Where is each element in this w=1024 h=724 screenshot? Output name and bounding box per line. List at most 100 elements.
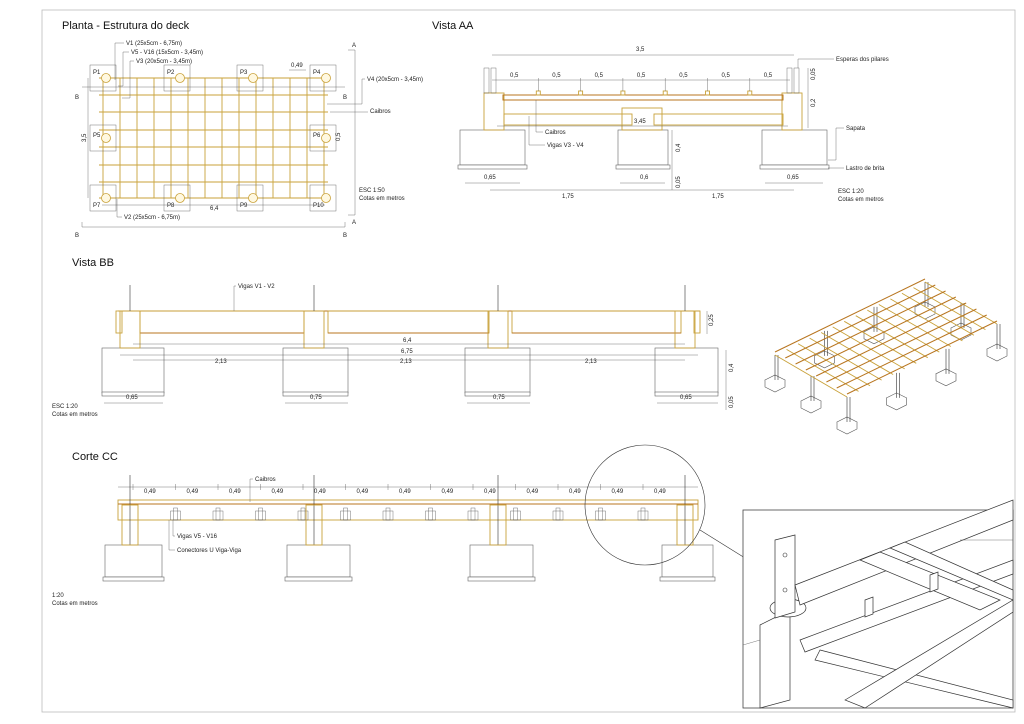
pillar-marker xyxy=(175,193,185,203)
detail-footing-post xyxy=(759,609,791,709)
sapata xyxy=(459,129,526,166)
sapata xyxy=(282,347,349,394)
dim-spacing: 0,5 xyxy=(510,73,519,79)
dim-pillar: 0,5 xyxy=(336,132,342,141)
vista-bb-units: Cotas em metros xyxy=(52,412,98,418)
iso-joist xyxy=(924,281,998,325)
pillar-marker xyxy=(248,73,258,83)
dim-span: 2,13 xyxy=(215,359,227,365)
pillar-footing xyxy=(89,64,117,92)
pillar-label: P6 xyxy=(313,133,321,139)
dim-spacing: 0,49 xyxy=(144,489,156,495)
dim-span: 2,13 xyxy=(400,359,412,365)
viga-section xyxy=(428,507,433,521)
pillar-marker xyxy=(101,133,111,143)
vista-bb-scale: ESC 1:20 xyxy=(52,404,78,410)
sapata xyxy=(654,347,719,394)
lastro-brita xyxy=(102,576,165,582)
u-connector xyxy=(467,510,479,521)
end-post xyxy=(693,310,701,334)
dim-spacing: 0,5 xyxy=(722,73,731,79)
dim-spacing: 0,5 xyxy=(764,73,773,79)
label-vigas: Vigas V5 - V16 xyxy=(177,534,218,540)
dim-top-h: 0,05 xyxy=(811,68,817,80)
detail-edge xyxy=(742,639,761,646)
dim-spacing: 0,49 xyxy=(314,489,326,495)
dim-spacing: 0,5 xyxy=(679,73,688,79)
pillar-marker xyxy=(321,73,331,83)
detail-geometry xyxy=(742,499,1014,709)
iso-joist xyxy=(913,287,986,331)
viga-v1-segment xyxy=(327,310,490,334)
section-mark-a: A xyxy=(352,43,356,49)
pillar-marker xyxy=(101,73,111,83)
pillar-footing xyxy=(309,124,337,152)
pillar-footing xyxy=(309,64,337,92)
viga-section xyxy=(258,507,263,521)
caibro-section xyxy=(747,90,753,96)
end-post xyxy=(115,310,123,334)
espera xyxy=(793,67,800,94)
lastro-brita xyxy=(284,576,353,582)
u-connector-detail xyxy=(929,571,939,593)
dim-footing: 0,65 xyxy=(126,395,138,401)
iso-caibro xyxy=(836,314,987,389)
u-connector xyxy=(552,510,564,521)
sheet-border xyxy=(41,9,1016,713)
iso-joist xyxy=(797,343,871,387)
sapata xyxy=(101,347,165,394)
u-connector xyxy=(425,510,436,521)
viga-section xyxy=(470,507,476,521)
detail-joist xyxy=(889,541,1014,601)
pillar xyxy=(674,310,696,349)
vista-aa-scale: ESC 1:20 xyxy=(838,189,864,195)
pillar-label: P9 xyxy=(240,203,248,209)
vista-bb-title: Vista BB xyxy=(72,257,114,269)
u-connector xyxy=(510,510,521,521)
iso-caibro xyxy=(826,308,977,383)
dim-inner: 6,4 xyxy=(403,338,412,344)
leader-vigas xyxy=(172,520,175,537)
espera xyxy=(483,67,490,94)
plan-title: Planta - Estrutura do deck xyxy=(62,20,190,32)
lastro-brita xyxy=(759,164,830,170)
dim-spacing: 0,49 xyxy=(527,489,539,495)
iso-footing xyxy=(764,380,786,393)
label-caibros: Caibros xyxy=(255,477,276,483)
leader-v3 xyxy=(122,60,134,99)
detail-caibro xyxy=(814,649,1014,709)
u-connector xyxy=(170,510,181,521)
iso-joist xyxy=(901,292,975,336)
label-v3: V3 (20x5cm - 3,45m) xyxy=(136,59,192,65)
dim-spacing: 0,49 xyxy=(612,489,624,495)
pillar-footing xyxy=(89,184,117,212)
dim-span: 1,75 xyxy=(712,194,724,200)
dim-beam-h: 0,25 xyxy=(709,314,715,326)
dim-spacing: 0,49 xyxy=(357,489,369,495)
pillar xyxy=(489,504,507,546)
viga-section xyxy=(640,507,646,521)
leader-v1 xyxy=(114,42,124,80)
caibro-section xyxy=(620,90,626,96)
caibro-beam xyxy=(117,499,699,521)
plan-units: Cotas em metros xyxy=(359,196,405,202)
iso-caibro xyxy=(795,290,946,365)
label-lastro: Lastro de brita xyxy=(846,166,885,172)
label-v2: V2 (25x5cm - 6,75m) xyxy=(124,215,180,221)
dim-inner: 3,45 xyxy=(634,119,646,125)
dim-spacing: 0,49 xyxy=(229,489,241,495)
section-mark-b: B xyxy=(75,95,79,101)
leader-vigas xyxy=(528,116,545,146)
vista-bb-geometry xyxy=(101,285,727,410)
iso-caibro xyxy=(815,302,967,377)
lastro-brita xyxy=(464,391,531,397)
vista-aa-title: Vista AA xyxy=(432,20,474,32)
viga-section xyxy=(173,507,178,521)
u-connector xyxy=(340,510,351,521)
